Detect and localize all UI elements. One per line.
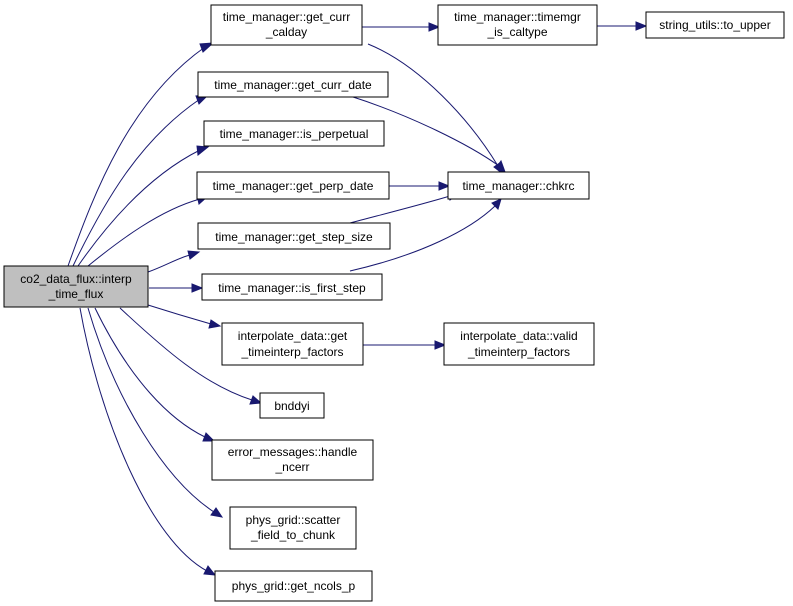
node-get-ncols-p[interactable]: phys_grid::get_ncols_p [214, 570, 373, 602]
arrowhead [199, 42, 215, 53]
node-is-perpetual[interactable]: time_manager::is_perpetual [203, 120, 385, 147]
arrowhead [203, 565, 217, 576]
node-get-curr-calday[interactable]: time_manager::get_curr _calday [210, 4, 363, 46]
edge-root-get-timeinterp [147, 304, 212, 325]
arrowhead [187, 250, 201, 260]
node-label-line: phys_grid::get_ncols_p [232, 579, 356, 593]
node-label-line: time_manager::chkrc [462, 179, 574, 193]
node-get-perp-date[interactable]: time_manager::get_perp_date [196, 171, 390, 200]
node-label-line: string_utils::to_upper [659, 18, 770, 32]
node-label-line: _timeinterp_factors [467, 345, 570, 359]
edge-root-get-curr-date [72, 98, 201, 267]
edge-root-is-perpetual [77, 149, 201, 267]
node-label-line: bnddyi [274, 399, 309, 413]
edge-root-bnddyi [119, 307, 253, 401]
node-chkrc[interactable]: time_manager::chkrc [447, 171, 590, 200]
arrowhead [635, 21, 648, 31]
edge-root-get-ncols-p [79, 307, 208, 572]
node-to-upper[interactable]: string_utils::to_upper [645, 11, 785, 39]
edge-root-handle-ncerr [94, 307, 206, 438]
node-label-line: phys_grid::scatter [246, 513, 341, 527]
arrowhead [208, 319, 222, 329]
node-get-curr-date[interactable]: time_manager::get_curr_date [197, 71, 389, 98]
node-handle-ncerr[interactable]: error_messages::handle _ncerr [211, 439, 374, 481]
edge-calday-chkrc [367, 43, 499, 167]
edge-stepsize-chkrc [349, 195, 451, 224]
arrowhead [191, 283, 204, 293]
arrowhead [196, 145, 210, 156]
edge-root-scatter [87, 307, 215, 513]
node-label-line: _field_to_chunk [250, 528, 336, 542]
arrowhead [249, 395, 263, 405]
node-get-timeinterp-factors[interactable]: interpolate_data::get _timeinterp_factor… [221, 322, 364, 366]
node-timemgr-is-caltype[interactable]: time_manager::timemgr _is_caltype [437, 4, 598, 46]
node-label-line: time_manager::is_perpetual [220, 127, 369, 141]
arrowhead [428, 22, 441, 32]
node-label-line: _calday [265, 25, 307, 39]
node-root[interactable]: co2_data_flux::interp _time_flux [3, 265, 149, 308]
node-label-line: time_manager::get_step_size [215, 230, 373, 244]
arrowhead [434, 340, 447, 350]
node-label-line: co2_data_flux::interp [20, 272, 132, 286]
node-is-first-step[interactable]: time_manager::is_first_step [201, 273, 383, 301]
node-label-line: time_manager::get_perp_date [213, 179, 374, 193]
node-valid-timeinterp-factors[interactable]: interpolate_data::valid _timeinterp_fact… [443, 322, 595, 366]
arrowhead [210, 507, 224, 518]
arrowhead [202, 432, 216, 442]
node-label-line: interpolate_data::get [238, 329, 348, 343]
node-label-line: time_manager::get_curr [223, 10, 350, 24]
edge-root-get-step-size [147, 254, 191, 273]
edge-currdate-chkrc [349, 95, 500, 167]
node-label-line: _time_flux [48, 287, 104, 301]
node-bnddyi[interactable]: bnddyi [259, 392, 325, 419]
node-label-line: error_messages::handle [228, 445, 358, 459]
node-label-line: time_manager::is_first_step [218, 281, 366, 295]
node-label-line: _ncerr [274, 460, 309, 474]
node-label-line: time_manager::timemgr [454, 10, 581, 24]
node-label-line: time_manager::get_curr_date [214, 78, 372, 92]
node-label-line: _timeinterp_factors [240, 345, 343, 359]
edges [67, 25, 638, 572]
edge-root-get-perp-date [87, 198, 201, 267]
edge-firststep-chkrc [349, 205, 496, 272]
arrowhead [438, 181, 451, 191]
node-label-line: _is_caltype [486, 25, 547, 39]
edge-root-get-curr-calday [67, 46, 206, 267]
node-label-line: interpolate_data::valid [460, 329, 577, 343]
arrowhead [491, 198, 502, 210]
node-get-step-size[interactable]: time_manager::get_step_size [197, 222, 391, 250]
node-scatter-field-to-chunk[interactable]: phys_grid::scatter _field_to_chunk [229, 506, 357, 550]
arrowhead [495, 159, 506, 173]
